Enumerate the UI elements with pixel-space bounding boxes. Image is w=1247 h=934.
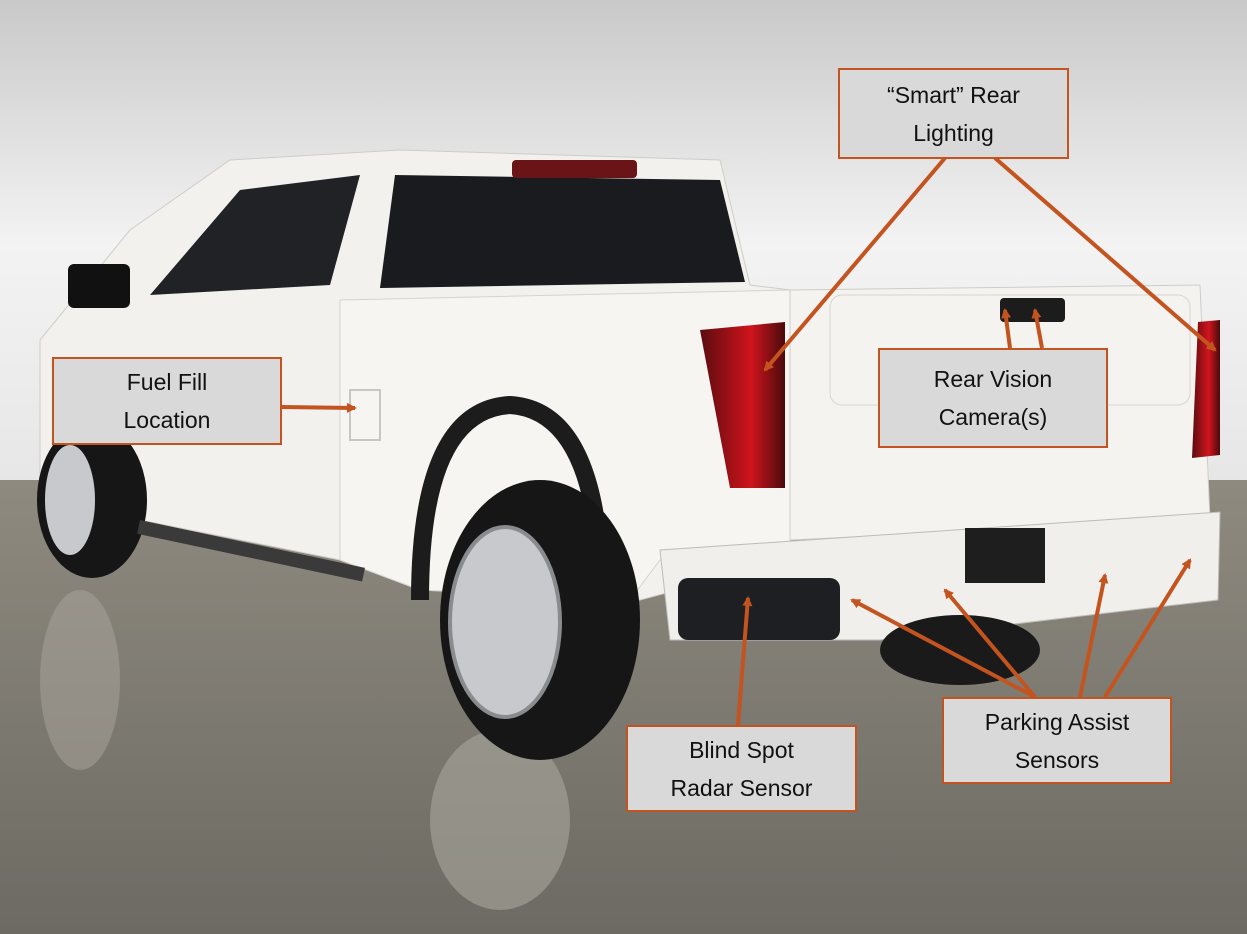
rear-window [380,175,745,288]
label-line: Fuel Fill [126,369,208,395]
reflection [40,590,120,770]
label-line: Camera(s) [938,404,1048,430]
arrow-parking-4 [1103,558,1192,699]
wheel-arch [411,395,629,662]
front-wheel [37,422,147,578]
rear-wheel [440,480,640,760]
label-blind-spot: Blind Spot Radar Sensor [626,725,857,812]
rear-tire-far [880,615,1040,685]
arrow-camera-1 [1001,308,1012,349]
arrow-parking-1 [850,598,1036,699]
label-line: Location [123,407,211,433]
fuel-door [349,389,381,441]
label-line: Sensors [1014,746,1100,773]
arrow-rear-lighting-left [763,156,947,372]
arrow-camera-2 [1031,308,1044,349]
label-line: Rear Vision [933,366,1053,392]
camera-handle [1000,298,1065,322]
taillight-right [1192,320,1220,458]
label-line: Parking Assist [984,708,1130,735]
mirror [68,264,130,308]
arrow-rear-lighting-right [993,156,1217,352]
license-plate [965,528,1045,583]
running-board [137,520,365,582]
arrow-fuel-fill [281,402,357,413]
callout-arrows [281,156,1217,726]
radar-recess [678,578,840,640]
label-line: Blind Spot [689,736,794,763]
label-fuel-fill: Fuel Fill Location [52,357,282,445]
arrow-parking-3 [1078,573,1109,698]
arrow-blind-spot [736,596,753,726]
side-window [150,175,360,295]
label-line: “Smart” Rear [887,81,1020,108]
reflection [430,730,570,910]
label-line: Lighting [913,119,994,146]
brake-light [512,160,637,178]
label-rear-lighting: “Smart” Rear Lighting [838,68,1069,159]
arrow-parking-2 [943,588,1037,699]
label-line: Radar Sensor [670,774,813,801]
label-rear-camera: Rear Vision Camera(s) [878,348,1108,448]
label-parking-assist: Parking Assist Sensors [942,697,1172,784]
